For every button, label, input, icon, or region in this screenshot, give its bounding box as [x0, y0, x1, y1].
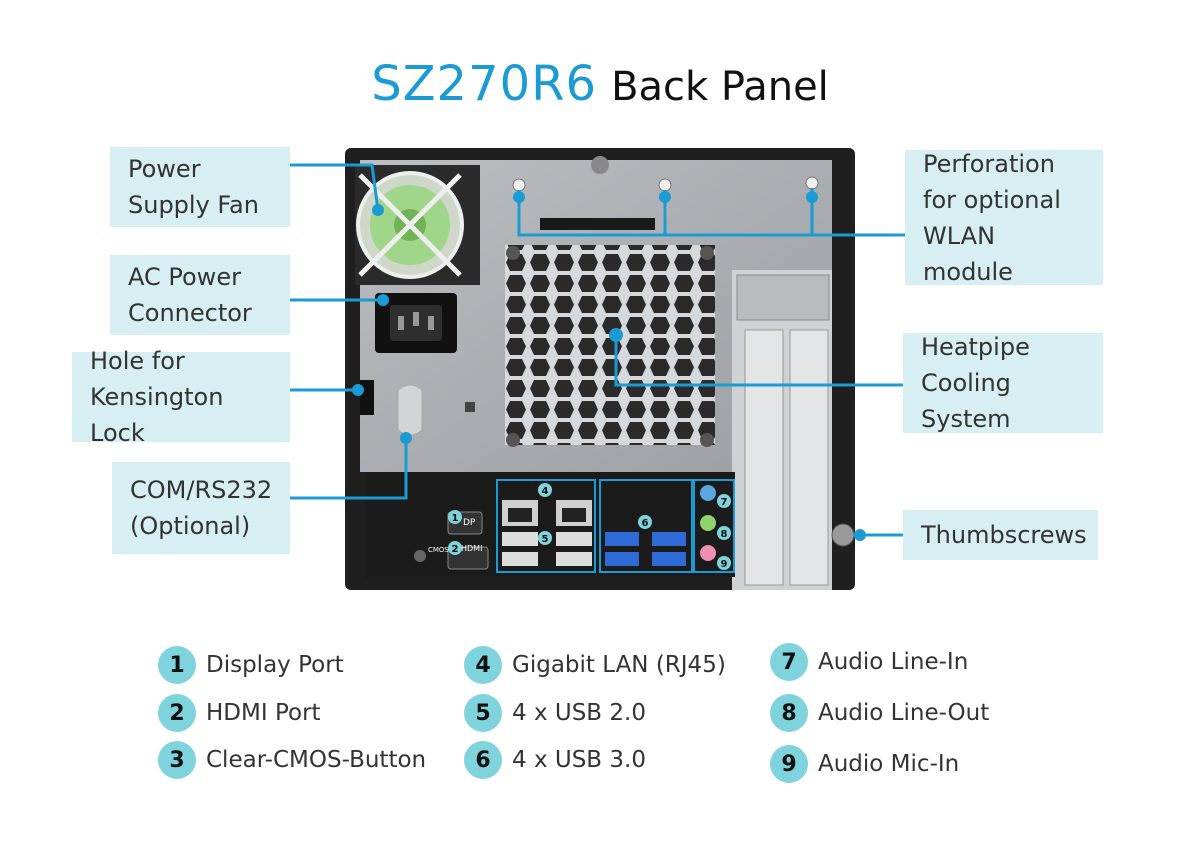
callout-kensington-lock: Hole for Kensington Lock: [72, 347, 290, 447]
lan-usb2-frame: [496, 479, 596, 573]
leader-dots: [352, 191, 866, 541]
callout-heatpipe: Heatpipe Cooling System: [903, 333, 1103, 433]
com-port-outline: [397, 384, 423, 436]
model-name: SZ270R6: [371, 56, 598, 112]
thumbscrew: [831, 523, 855, 547]
pcie-brackets: [732, 270, 832, 590]
legend-badge: 9: [770, 745, 808, 783]
legend-badge: 3: [158, 741, 196, 779]
callout-ac-power-connector: AC Power Connector: [110, 255, 290, 335]
callout-thumbscrews: Thumbscrews: [903, 510, 1098, 560]
svg-text:5: 5: [542, 534, 549, 545]
page-title: SZ270R6 Back Panel: [0, 56, 1200, 112]
legend-badge: 5: [464, 694, 502, 732]
audio-frame: [693, 479, 735, 573]
svg-text:1: 1: [452, 513, 459, 524]
legend-badge: 7: [770, 643, 808, 681]
io-badges: 1 2 4 5 6 7 8 9: [448, 483, 731, 570]
svg-text:6: 6: [642, 518, 649, 529]
hdmi-label: HDMI: [461, 544, 482, 553]
title-suffix: Back Panel: [611, 64, 829, 110]
heatpipe-perforation: [505, 245, 715, 445]
dp-label: DP: [463, 518, 476, 528]
callout-com-rs232: COM/RS232 (Optional): [112, 462, 290, 554]
kensington-slot: [360, 380, 374, 415]
svg-text:4: 4: [542, 486, 549, 497]
cmos-label: CMOS: [428, 546, 449, 554]
ac-power-connector: [375, 293, 457, 353]
legend-badge: 2: [158, 694, 196, 732]
legend-badge: 8: [770, 694, 808, 732]
legend-badge: 1: [158, 646, 196, 684]
callout-wlan-perforation: Perforation for optional WLAN module: [905, 150, 1103, 286]
svg-text:9: 9: [721, 559, 728, 570]
usb3-frame: [599, 479, 693, 573]
svg-text:7: 7: [721, 497, 728, 508]
legend-badge: 6: [464, 741, 502, 779]
legend-badge: 4: [464, 646, 502, 684]
callout-power-supply-fan: Power Supply Fan: [110, 147, 290, 227]
svg-text:8: 8: [721, 529, 728, 540]
svg-text:2: 2: [452, 544, 459, 555]
